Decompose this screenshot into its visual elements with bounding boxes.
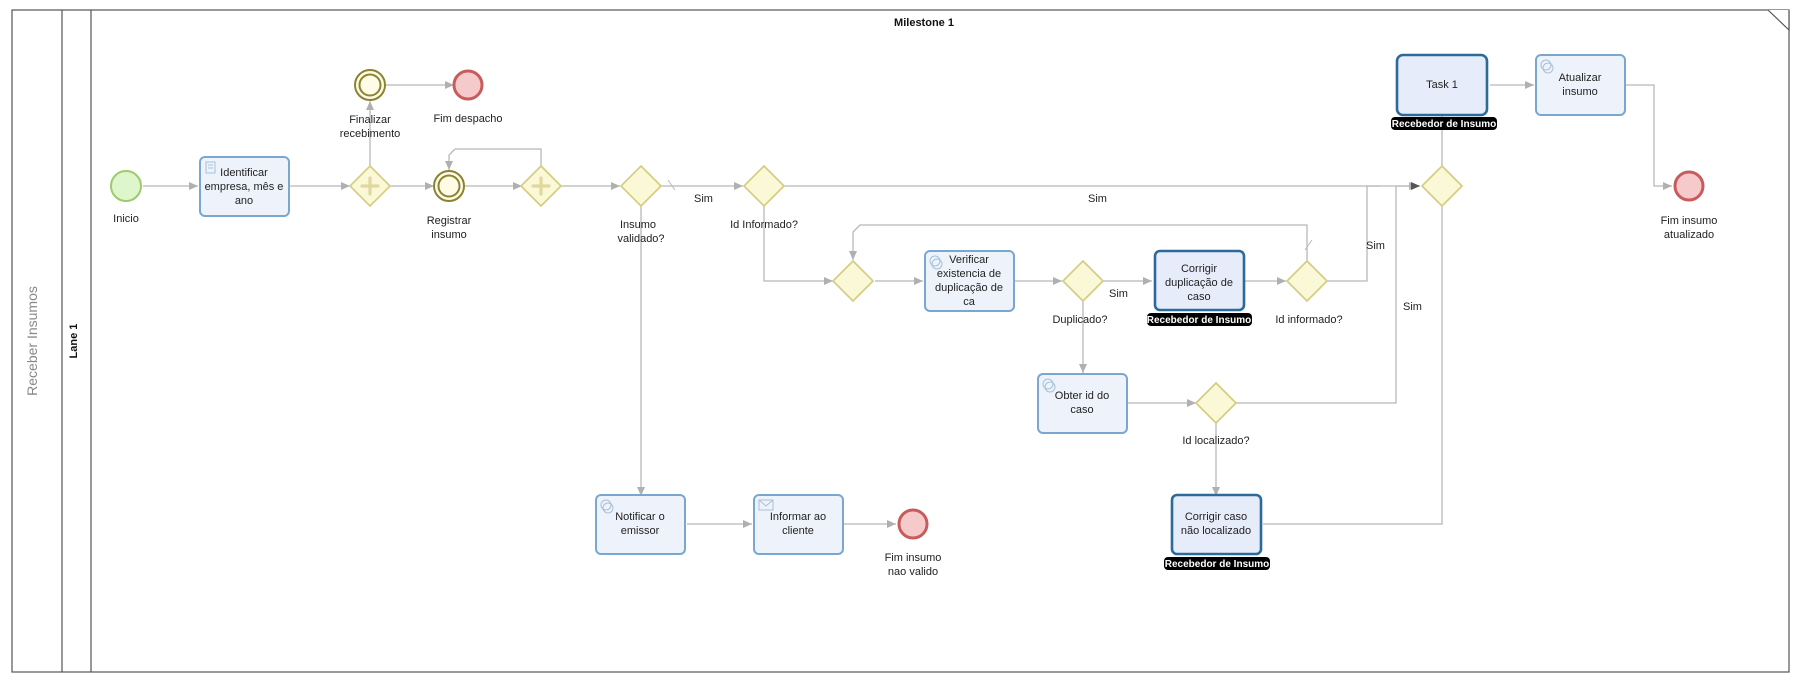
task-atualizar[interactable]: Atualizar insumo: [1535, 54, 1626, 116]
script-icon: [205, 161, 216, 174]
task-task1[interactable]: Task 1 Recebedor de Insumo: [1391, 53, 1497, 130]
parallel-gateway[interactable]: [348, 164, 392, 208]
gateway-label: Id informado?: [1275, 314, 1342, 326]
task-label: Task 1: [1426, 79, 1458, 91]
flow-label-sim: Sim: [1366, 240, 1385, 252]
gateway-merge-final[interactable]: [1420, 164, 1464, 208]
intermediate-event-registrar[interactable]: Registrar insumo: [427, 170, 472, 241]
flow-label-sim: Sim: [1403, 301, 1422, 313]
gateway-insumo-validado[interactable]: Insumo validado?: [617, 164, 665, 245]
task-label: duplicação de: [935, 282, 1003, 294]
start-event-label: Inicio: [113, 213, 139, 225]
service-icon: [1540, 59, 1554, 74]
task-label: Obter id do: [1055, 390, 1109, 402]
task-label: Informar ao: [770, 511, 826, 523]
task-label: Identificar: [220, 167, 268, 179]
service-icon: [929, 255, 943, 270]
event-label: insumo: [431, 229, 466, 241]
role-badge: Recebedor de Insumo: [1147, 315, 1251, 326]
event-label: Finalizar: [349, 114, 391, 126]
flow-labels: Sim Sim Sim Sim Sim: [694, 193, 1422, 313]
task-label: Atualizar: [1559, 72, 1602, 84]
task-obter-id[interactable]: Obter id do caso: [1037, 373, 1128, 434]
intermediate-event-finalizar[interactable]: Finalizar recebimento: [340, 69, 401, 140]
task-label: Corrigir caso: [1185, 511, 1247, 523]
event-label: recebimento: [340, 128, 401, 140]
task-label: insumo: [1562, 86, 1597, 98]
gateway-label: Id Informado?: [730, 219, 798, 231]
task-informar[interactable]: Informar ao cliente: [753, 494, 844, 555]
task-label: caso: [1187, 291, 1210, 303]
milestone-label: Milestone 1: [894, 17, 954, 29]
role-badge: Recebedor de Insumo: [1165, 559, 1269, 570]
flow-label-sim: Sim: [694, 193, 713, 205]
end-event-fim-nao-valido[interactable]: Fim insumo nao valido: [885, 508, 942, 578]
gateway-label: Duplicado?: [1052, 314, 1107, 326]
gateway-label: Insumo: [620, 219, 656, 231]
task-label: ca: [963, 296, 976, 308]
event-label: Fim despacho: [433, 113, 502, 125]
gateway-label: validado?: [617, 233, 664, 245]
task-label: caso: [1070, 404, 1093, 416]
task-label: cliente: [782, 525, 814, 537]
event-label: Fim insumo: [1661, 215, 1718, 227]
task-identificar[interactable]: Identificar empresa, mês e ano: [199, 156, 290, 217]
lane-label: Lane 1: [68, 324, 80, 359]
flow-label-sim: Sim: [1109, 288, 1128, 300]
gateway-duplicado[interactable]: Duplicado?: [1052, 259, 1108, 326]
flow-label-sim: Sim: [1088, 193, 1107, 205]
start-event[interactable]: Inicio: [110, 170, 142, 225]
task-corrigir-nao-localizado[interactable]: Corrigir caso não localizado Recebedor d…: [1164, 493, 1270, 570]
task-notificar[interactable]: Notificar o emissor: [595, 494, 686, 555]
event-label: Registrar: [427, 215, 472, 227]
envelope-icon: [758, 499, 774, 511]
service-icon: [600, 499, 614, 514]
gateway-merge[interactable]: [831, 259, 875, 303]
task-label: Verificar: [949, 254, 989, 266]
gateway-id-localizado[interactable]: Id localizado?: [1182, 381, 1250, 447]
task-label: Notificar o: [615, 511, 665, 523]
task-label: emissor: [621, 525, 660, 537]
parallel-gateway[interactable]: [519, 164, 563, 208]
gateway-label: Id localizado?: [1182, 435, 1249, 447]
sequence-flows: [143, 81, 1672, 528]
pool-label: Receber Insumos: [24, 286, 40, 396]
task-label: ano: [235, 195, 253, 207]
event-label: Fim insumo: [885, 552, 942, 564]
task-label: não localizado: [1181, 525, 1251, 537]
task-verificar[interactable]: Verificar existencia de duplicação de ca: [924, 250, 1015, 312]
task-label: Corrigir: [1181, 263, 1217, 275]
gateway-id-informado[interactable]: Id Informado?: [730, 164, 798, 231]
end-event-fim-atualizado[interactable]: Fim insumo atualizado: [1661, 170, 1718, 241]
end-event-fim-despacho[interactable]: Fim despacho: [433, 69, 503, 125]
gateway-id-informado-2[interactable]: Id informado?: [1275, 259, 1343, 326]
task-label: duplicação de: [1165, 277, 1233, 289]
service-icon: [1042, 378, 1056, 393]
task-label: empresa, mês e: [205, 181, 284, 193]
task-corrigir-duplicacao[interactable]: Corrigir duplicação de caso Recebedor de…: [1147, 249, 1252, 326]
task-label: existencia de: [937, 268, 1001, 280]
event-label: atualizado: [1664, 229, 1714, 241]
role-badge: Recebedor de Insumo: [1392, 119, 1496, 130]
event-label: nao valido: [888, 566, 938, 578]
